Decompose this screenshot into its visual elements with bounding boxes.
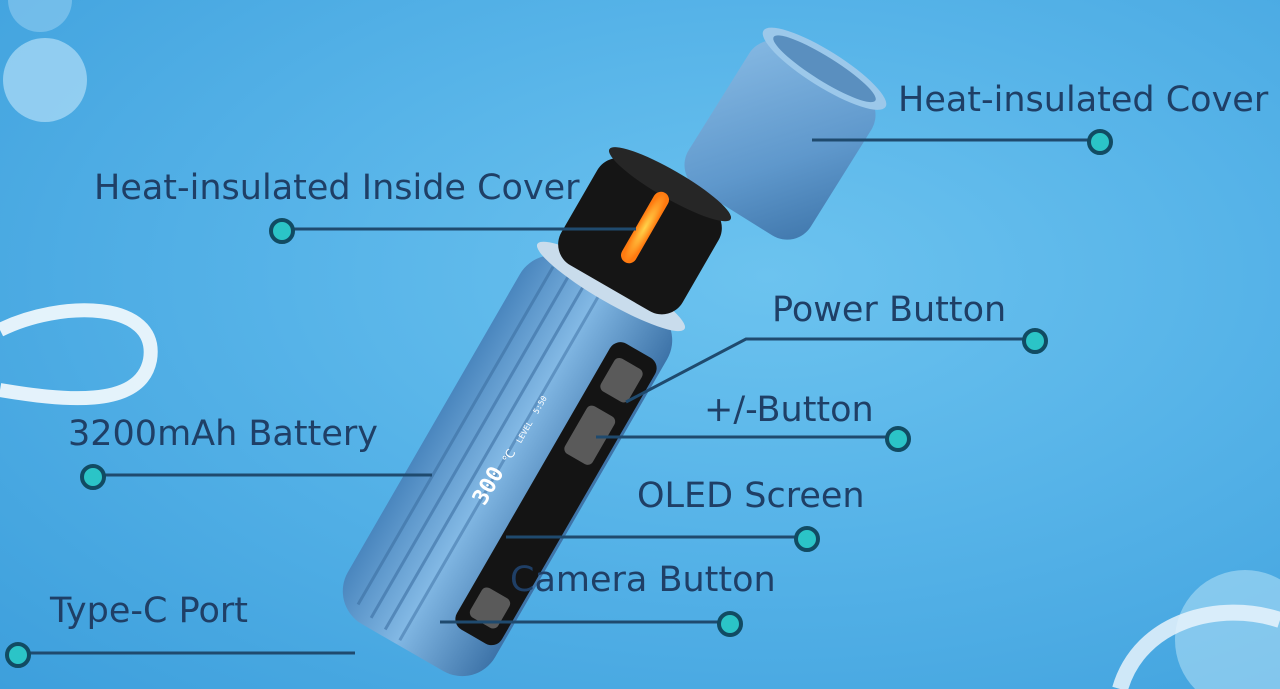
bubble-corner bbox=[1175, 570, 1280, 689]
heat-insulated-cover bbox=[684, 27, 887, 240]
callout-dot-plus-minus bbox=[885, 426, 911, 452]
label-type-c-port: Type-C Port bbox=[50, 591, 248, 631]
label-camera-button: Camera Button bbox=[510, 560, 776, 600]
bubble-large bbox=[3, 38, 87, 122]
callout-dot-power bbox=[1022, 328, 1048, 354]
white-ribbon-left bbox=[0, 303, 158, 406]
bubble-top bbox=[8, 0, 72, 32]
callout-dot-inside-cover bbox=[269, 218, 295, 244]
device-body bbox=[342, 147, 732, 677]
white-ribbon-right bbox=[1112, 604, 1280, 689]
callout-dot-battery bbox=[80, 464, 106, 490]
label-plus-minus-button: +/-Button bbox=[704, 390, 874, 430]
label-oled-screen: OLED Screen bbox=[637, 476, 865, 516]
callout-line-power bbox=[625, 337, 1033, 404]
callout-dot-oled bbox=[794, 526, 820, 552]
label-power-button: Power Button bbox=[772, 290, 1007, 330]
label-heat-insulated-cover: Heat-insulated Cover bbox=[898, 80, 1269, 120]
callout-dot-camera bbox=[717, 611, 743, 637]
callout-dot-cover bbox=[1087, 129, 1113, 155]
label-battery: 3200mAh Battery bbox=[68, 414, 378, 454]
callout-dot-type-c bbox=[5, 642, 31, 668]
label-heat-insulated-inside-cover: Heat-insulated Inside Cover bbox=[94, 168, 580, 208]
